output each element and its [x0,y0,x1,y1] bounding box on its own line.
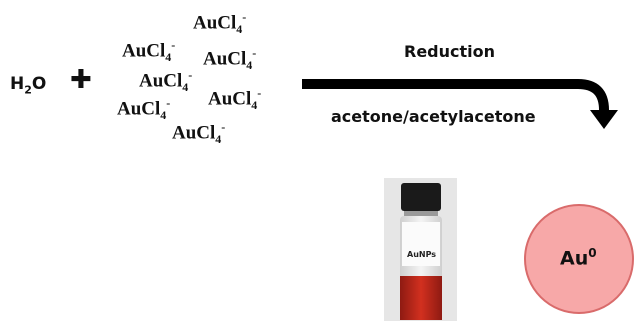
aucl4-ion: AuCl4- [208,86,262,113]
plus-sign: ✚ [70,65,92,95]
aucl4-ion: AuCl4- [172,120,226,147]
vial-neck [404,211,438,217]
water-formula: H2O [10,74,47,97]
vial-photo: AuNPs [384,178,457,321]
aucl4-ion: AuCl4- [203,46,257,73]
aucl4-ion: AuCl4- [139,68,193,95]
aucl4-ion: AuCl4- [117,96,171,123]
arrow-bottom-label: acetone/acetylacetone [331,107,536,126]
vial-paper-label [402,222,440,266]
vial-label: AuNPs [407,250,437,259]
gold-particle-circle [524,204,634,314]
aucl4-ion: AuCl4- [122,38,176,65]
vial-image [400,183,442,320]
arrow-head-icon [590,110,618,129]
vial-solution [400,276,442,320]
arrow-shaft [302,79,609,115]
arrow-top-label: Reduction [404,42,496,61]
vial-cap [401,183,441,211]
aucl4-ion: AuCl4- [193,10,247,37]
au0-label: Au0 [560,246,597,270]
gold-nanoparticle [524,204,634,314]
